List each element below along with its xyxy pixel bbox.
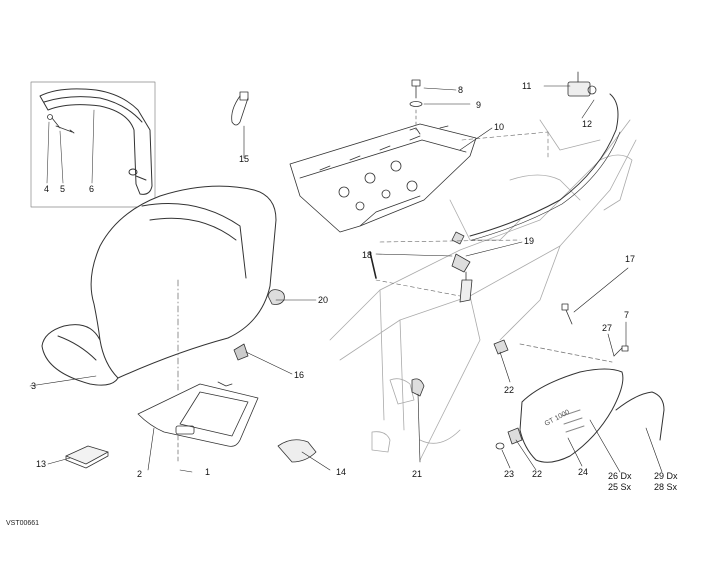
callout-22-upper: 22: [504, 385, 515, 395]
callout-3: 3: [31, 381, 37, 391]
callout-18: 18: [362, 250, 373, 260]
seat: [41, 185, 277, 386]
rubber-pad: [277, 439, 317, 463]
callout-22-lower: 22: [532, 469, 543, 479]
screw-17: [561, 303, 573, 325]
callout-28-sx: 28 Sx: [654, 482, 678, 492]
cable-29: [615, 391, 665, 441]
handle-screws: [47, 114, 75, 134]
fastener-clip: [233, 343, 249, 361]
callout-29-dx: 29 Dx: [654, 471, 678, 481]
rubber-mount-22-lower: [507, 427, 523, 445]
callout-2: 2: [137, 469, 143, 479]
callout-19: 19: [524, 236, 535, 246]
callout-23: 23: [504, 469, 515, 479]
document-pad: [65, 445, 109, 469]
grab-handle-inset-frame: [30, 81, 156, 208]
callout-21: 21: [412, 469, 423, 479]
seat-release-cable: [469, 93, 619, 237]
callout-25-sx: 25 Sx: [608, 482, 632, 492]
rubber-mount-21: [411, 378, 425, 397]
rod: [369, 251, 377, 279]
underseat-plate: [137, 381, 259, 447]
grab-handle: [39, 88, 153, 195]
rubber-mount-22-upper: [493, 339, 509, 355]
callout-16: 16: [294, 370, 305, 380]
callout-8: 8: [458, 85, 464, 95]
callout-5: 5: [60, 184, 66, 194]
cable-tie-clip: [231, 91, 249, 126]
seat-base-tray: [289, 123, 477, 233]
inset-leader-lines: [46, 109, 95, 184]
callout-26-dx: 26 Dx: [608, 471, 632, 481]
callout-1: 1: [205, 467, 211, 477]
callout-7: 7: [624, 310, 630, 320]
seat-lock: [567, 81, 591, 97]
screw-27: [613, 345, 629, 357]
callout-24: 24: [578, 467, 589, 477]
callout-14: 14: [336, 467, 347, 477]
rear-subframe: [329, 119, 637, 461]
callout-6: 6: [89, 184, 95, 194]
washer-23: [495, 442, 505, 450]
drawing-code: VST00661: [6, 520, 40, 527]
callout-10: 10: [494, 122, 505, 132]
release-lever: [451, 231, 473, 303]
leader-lines: [29, 85, 663, 473]
callout-20: 20: [318, 295, 329, 305]
callout-13: 13: [36, 459, 47, 469]
callout-17: 17: [625, 254, 636, 264]
rubber-bushing: [267, 289, 285, 305]
callout-11: 11: [522, 81, 532, 91]
callout-15: 15: [239, 154, 250, 164]
side-panel: [519, 368, 624, 463]
callout-27: 27: [602, 323, 613, 333]
callout-12: 12: [582, 119, 593, 129]
callout-9: 9: [476, 100, 482, 110]
screw-and-washer: [409, 79, 423, 131]
callout-4: 4: [44, 184, 50, 194]
